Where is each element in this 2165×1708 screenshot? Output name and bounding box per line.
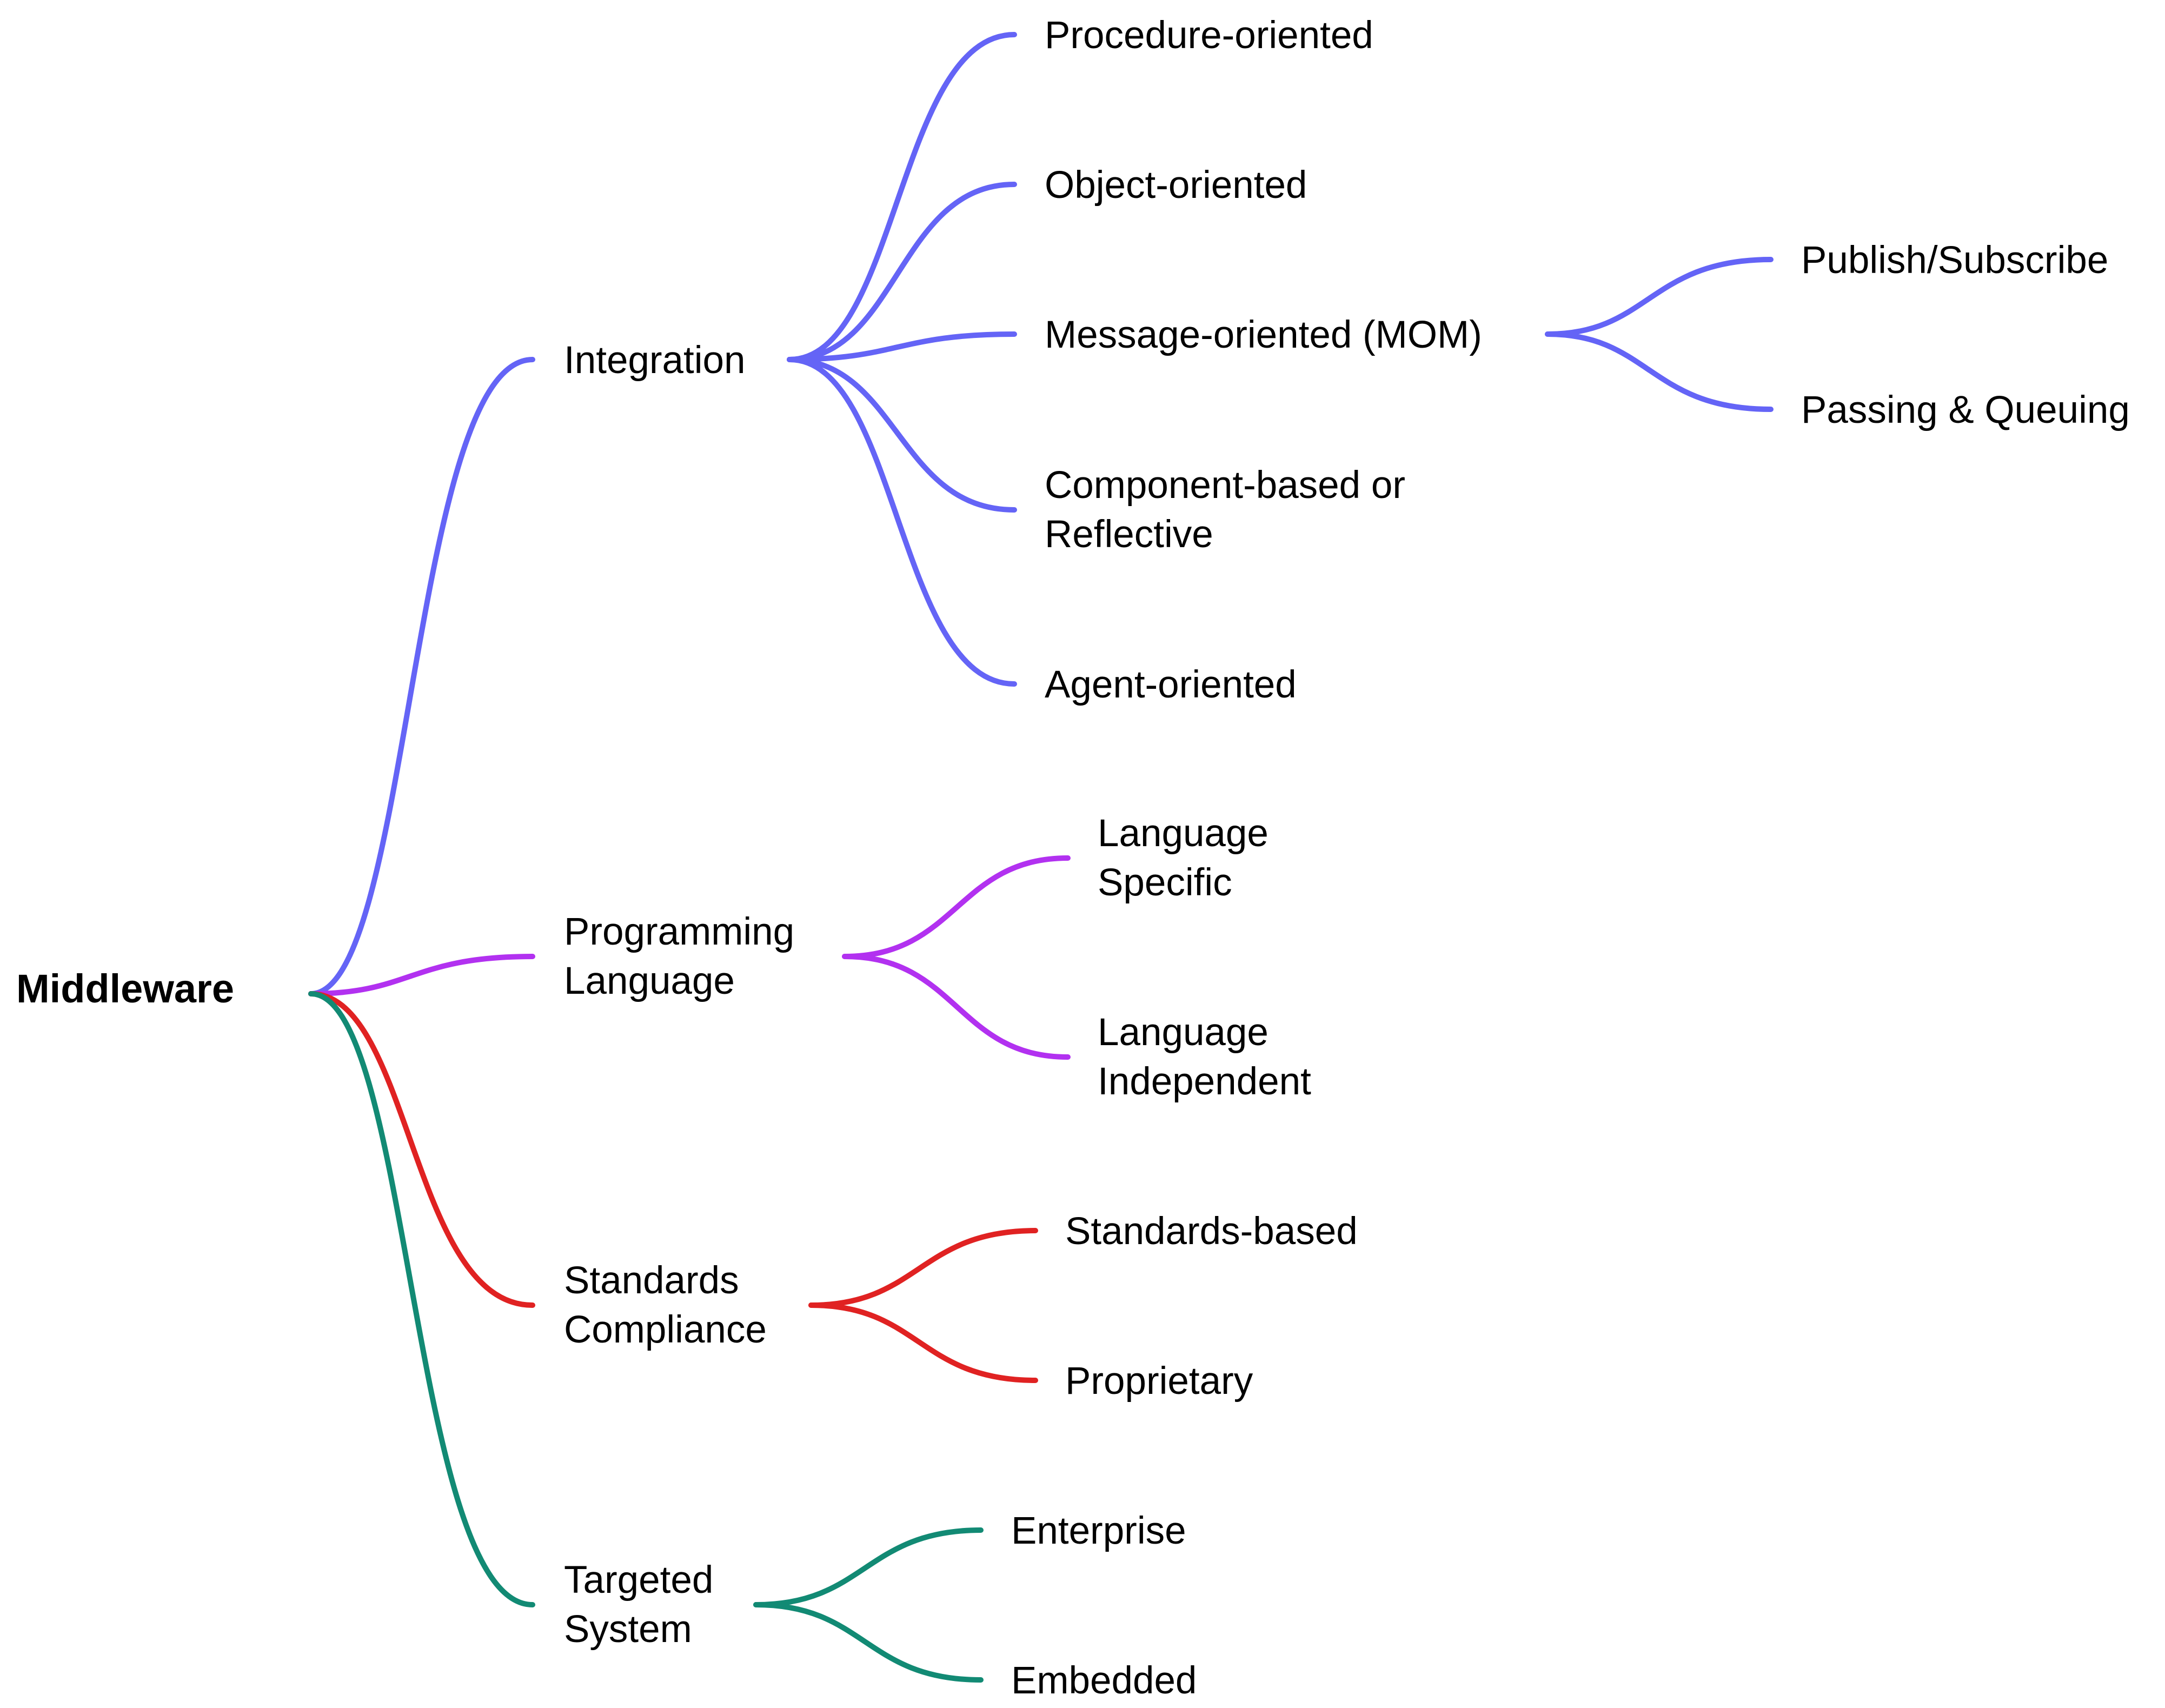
edge-language-independent [842, 954, 1071, 1060]
node-language-specific-line-1: Language [1098, 812, 1269, 855]
edge-targeted-system [308, 991, 535, 1607]
node-programming-language-line-1: Programming [564, 911, 794, 953]
node-component-based-line-1: Component-based or [1045, 464, 1405, 507]
node-object-oriented: Object-oriented [1045, 164, 1307, 207]
node-message-oriented: Message-oriented (MOM) [1045, 314, 1482, 356]
edge-standards-based [808, 1228, 1038, 1308]
edge-procedure-oriented [787, 32, 1017, 362]
edge-component-based [787, 357, 1017, 513]
edge-integration [308, 357, 535, 996]
node-language-independent-line-2: Independent [1098, 1060, 1311, 1103]
edge-message-oriented [787, 331, 1017, 362]
node-component-based-line-2: Reflective [1045, 513, 1213, 556]
node-publish-subscribe: Publish/Subscribe [1801, 239, 2108, 282]
edge-programming-language [308, 954, 535, 996]
edge-proprietary [808, 1302, 1038, 1383]
node-language-specific-line-2: Specific [1098, 861, 1232, 904]
node-language-independent-line-1: Language [1098, 1011, 1269, 1054]
connector-lines [308, 32, 1774, 1683]
node-targeted-system-line-2: System [564, 1608, 692, 1651]
edge-standards-compliance [308, 991, 535, 1308]
node-standards-based: Standards-based [1065, 1210, 1358, 1253]
edge-object-oriented [787, 182, 1017, 362]
edge-publish-subscribe [1545, 257, 1774, 337]
edge-agent-oriented [787, 357, 1017, 687]
node-integration: Integration [564, 339, 746, 382]
node-proprietary: Proprietary [1065, 1360, 1253, 1403]
node-enterprise: Enterprise [1011, 1510, 1186, 1552]
node-targeted-system-line-1: Targeted [564, 1559, 713, 1601]
node-embedded: Embedded [1011, 1659, 1197, 1702]
edge-language-specific [842, 855, 1071, 959]
node-standards-compliance-line-1: Standards [564, 1259, 739, 1302]
node-programming-language-line-2: Language [564, 960, 735, 1002]
node-labels: Middleware Integration Programming Langu… [16, 14, 2130, 1702]
edge-embedded [753, 1602, 984, 1683]
node-agent-oriented: Agent-oriented [1045, 663, 1297, 706]
node-procedure-oriented: Procedure-oriented [1045, 14, 1373, 57]
edge-enterprise [753, 1527, 984, 1607]
node-passing-queuing: Passing & Queuing [1801, 389, 2130, 431]
root-node-middleware: Middleware [16, 966, 234, 1011]
node-standards-compliance-line-2: Compliance [564, 1308, 767, 1351]
edge-passing-queuing [1545, 331, 1774, 412]
